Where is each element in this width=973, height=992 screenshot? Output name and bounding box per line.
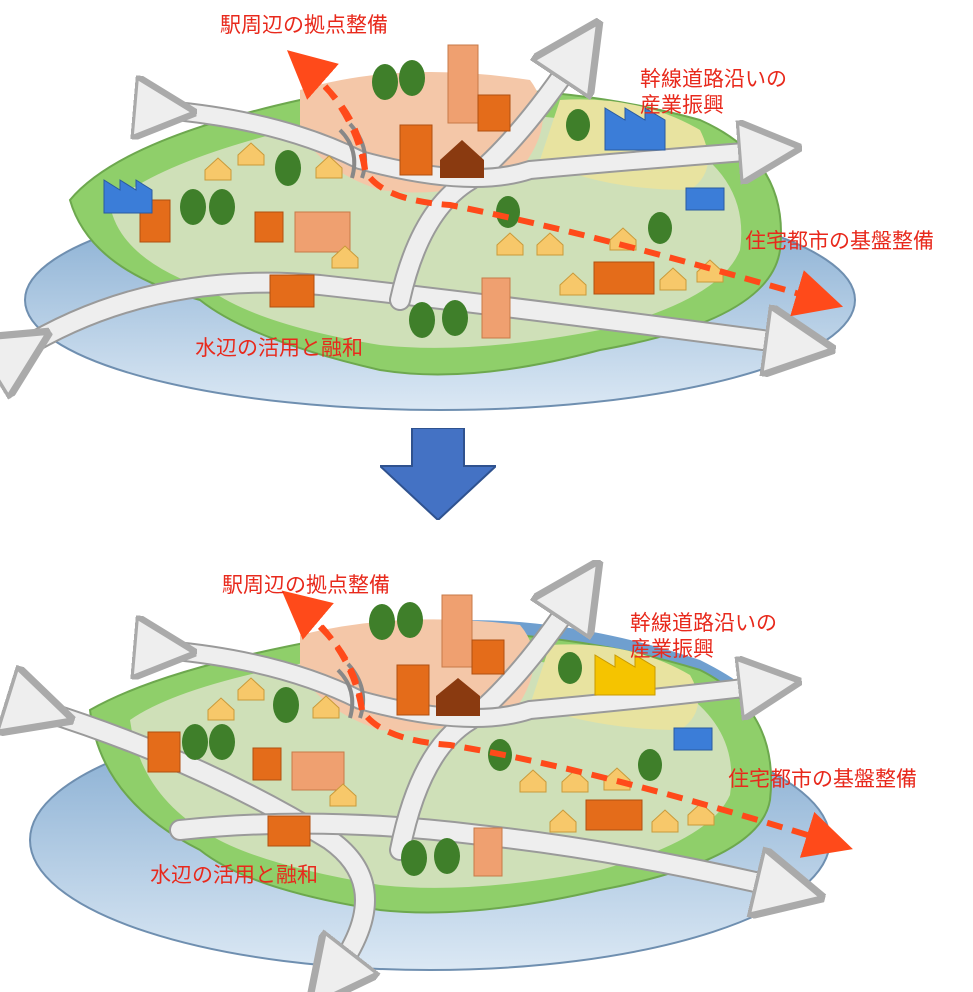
label-waterfront-after: 水辺の活用と融和 (150, 863, 318, 887)
label-arterial-line1: 幹線道路沿いの (630, 611, 777, 635)
station-arc-icon (338, 122, 367, 179)
factory-icon-industry (604, 107, 666, 151)
label-arterial-line2: 産業振興 (640, 93, 724, 117)
factory-icons (103, 107, 666, 214)
trees (180, 60, 672, 338)
buildings (147, 594, 713, 877)
development-arrows (281, 590, 853, 858)
label-station-after: 駅周辺の拠点整備 (222, 573, 390, 597)
label-housing-before: 住宅都市の基盤整備 (745, 229, 934, 253)
label-station-before: 駅周辺の拠点整備 (220, 13, 388, 37)
road-network (20, 50, 800, 350)
label-arterial-before: 幹線道路沿いの 産業振興 (640, 66, 787, 118)
development-arrows (286, 50, 844, 317)
city-map-after (0, 560, 853, 992)
trees (182, 602, 662, 876)
factory-icon-industry (594, 654, 656, 696)
label-arterial-line2: 産業振興 (630, 637, 714, 661)
factory-icons (594, 654, 656, 696)
label-arterial-after: 幹線道路沿いの 産業振興 (630, 610, 777, 662)
transition-down-arrow-icon (380, 428, 496, 520)
label-housing-after: 住宅都市の基盤整備 (728, 767, 917, 791)
buildings (139, 44, 725, 339)
city-map-before (0, 0, 856, 411)
label-arterial-line1: 幹線道路沿いの (640, 67, 787, 91)
label-waterfront-before: 水辺の活用と融和 (195, 336, 363, 360)
